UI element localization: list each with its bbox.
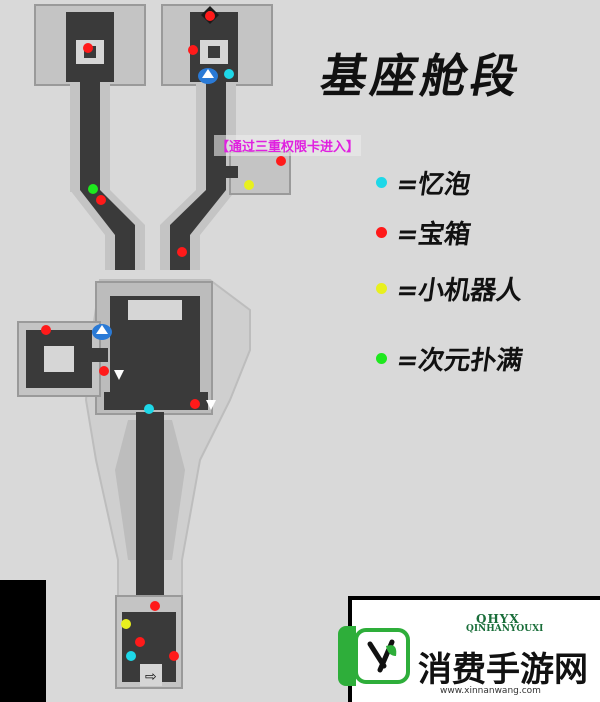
treasure-chest-marker — [83, 43, 93, 53]
treasure-chest-marker — [96, 195, 106, 205]
treasure-chest-marker — [205, 11, 215, 21]
access-note: 【通过三重权限卡进入】 — [214, 135, 362, 156]
treasure-chest-marker — [177, 247, 187, 257]
watermark-brand: 消费手游网 — [418, 650, 588, 690]
exit-icon: ⇨ — [145, 669, 157, 685]
watermark-url: www.xinnanwang.com — [440, 686, 541, 696]
legend-item-dimension-bank: =次元扑满 — [376, 340, 525, 377]
watermark-logo-text: QHYX — [476, 612, 520, 626]
corner-panel-left — [0, 580, 46, 702]
teleport-anchor-icon-hall — [92, 324, 112, 340]
treasure-chest-marker — [150, 601, 160, 611]
corridor-main — [136, 412, 164, 598]
page-title: 基座舱段 — [316, 49, 527, 103]
memory-bubble-marker — [224, 69, 234, 79]
markers-dimension-bank — [88, 184, 98, 194]
treasure-chest-icon — [376, 227, 387, 238]
legend-label: =宝箱 — [394, 220, 473, 250]
watermark-logo-icon — [354, 628, 410, 684]
watermark-logo-sub: QINHANYOUXI — [466, 624, 544, 634]
legend-label: =小机器人 — [394, 276, 525, 306]
legend-item-treasure-chest: =宝箱 — [376, 214, 473, 251]
leaf-check-icon — [367, 639, 397, 673]
markers-memory-bubble — [126, 69, 234, 661]
watermark-icon-accent — [338, 626, 356, 686]
treasure-chest-marker — [99, 366, 109, 376]
down-triangle-icon — [206, 400, 216, 410]
treasure-chest-marker — [188, 45, 198, 55]
small-robot-icon — [376, 283, 387, 294]
memory-bubble-marker — [144, 404, 154, 414]
treasure-chest-marker — [190, 399, 200, 409]
memory-bubble-marker — [126, 651, 136, 661]
legend-item-memory-bubble: =忆泡 — [376, 164, 473, 201]
markers-treasure-chest — [41, 11, 286, 661]
small-robot-marker — [121, 619, 131, 629]
small-robot-marker — [244, 180, 254, 190]
treasure-chest-marker — [135, 637, 145, 647]
legend-item-small-robot: =小机器人 — [376, 270, 525, 307]
down-triangle-icon — [114, 370, 124, 380]
legend-label: =忆泡 — [394, 170, 473, 200]
markers-small-robot — [121, 180, 254, 629]
legend-label: =次元扑满 — [394, 346, 525, 376]
dimension-bank-icon — [376, 353, 387, 364]
teleport-anchor-icon-top — [198, 68, 218, 84]
dimension-bank-marker — [88, 184, 98, 194]
memory-bubble-icon — [376, 177, 387, 188]
treasure-chest-marker — [169, 651, 179, 661]
treasure-chest-marker — [41, 325, 51, 335]
treasure-chest-marker — [276, 156, 286, 166]
